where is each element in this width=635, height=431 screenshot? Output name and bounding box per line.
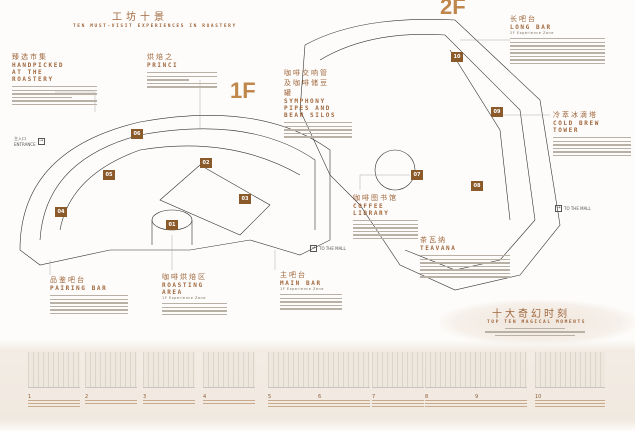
moments-header-wash [440,300,635,345]
to-mall-label: TO THE MALL [319,246,346,251]
section-long-bar: 长吧台 LONG BAR 2F Experience Zone [510,14,605,67]
floor-2f-drawing [299,18,561,291]
section-en: MAIN BAR [280,280,322,287]
moment-illustration [372,352,424,388]
section-cn: 咖啡交响管及咖啡储豆罐 [284,69,329,97]
moment-item: 6 [318,352,370,409]
moments-description [485,328,585,338]
moment-item: 9 [475,352,527,409]
zone-label: 1F Experience Zone [162,296,206,300]
section-en: ROASTING AREA [162,282,204,296]
moment-illustration [203,352,255,388]
floor-label-1f: 1F [230,78,256,103]
section-cn: 主吧台 [280,271,307,279]
exit-arrow-icon: → [555,205,562,212]
zone-label: 2F Experience Zone [510,31,554,35]
section-symphony-pipes: 咖啡交响管及咖啡储豆罐 SYMPHONY PIPES AND BEAN SILO… [284,68,352,140]
title-en: TEN MUST-VISIT EXPERIENCES IN ROASTERY [73,24,237,29]
badge-10[interactable]: 10 [451,52,463,62]
section-cn: 茶瓦纳 [420,236,447,244]
section-cn: 臻选市集 [12,53,48,61]
floor-label-2f: 2F [440,0,466,19]
entrance-cn: 主入口 [14,136,26,141]
moment-number: 3 [143,394,147,400]
section-pairing-bar: 品鉴吧台 PAIRING BAR [50,275,128,316]
section-cn: 长吧台 [510,15,537,23]
section-en: LONG BAR [510,24,552,31]
section-cn: 咖啡图书馆 [353,194,398,202]
to-mall-marker-2f: →TO THE MALL [555,205,591,212]
moment-item: 4 [203,352,255,406]
exit-arrow-icon: → [310,245,317,252]
to-mall-label: TO THE MALL [564,206,591,211]
badge-04[interactable]: 04 [55,207,67,217]
section-main-bar: 主吧台 MAIN BAR 1F Experience Zone [280,270,342,312]
moment-item: 1 [28,352,80,409]
moment-illustration [85,352,137,388]
moment-illustration [318,352,370,388]
moments-title-en: TOP TEN MAGICAL MOMENTS [487,320,587,325]
moment-number: 2 [85,394,89,400]
moment-number: 10 [535,394,542,400]
moment-item: 3 [143,352,195,406]
section-cn: 品鉴吧台 [50,276,86,284]
section-en: COFFEE LIBRARY [353,203,390,217]
section-coffee-library: 咖啡图书馆 COFFEE LIBRARY [353,193,418,241]
moment-number: 9 [475,394,479,400]
badge-05[interactable]: 05 [103,170,115,180]
badge-08[interactable]: 08 [471,181,483,191]
section-roasting-area: 咖啡烘焙区 ROASTING AREA 1F Experience Zone [162,272,227,317]
magical-moments-strip: 1 2 3 4 5 6 7 8 9 10 [0,340,635,431]
badge-01[interactable]: 01 [166,220,178,230]
badge-06[interactable]: 06 [131,129,143,139]
moment-illustration [143,352,195,388]
section-en: SYMPHONY PIPES AND BEAN SILOS [284,98,337,119]
section-cn: 烘焙之 [147,53,174,61]
badge-02[interactable]: 02 [200,158,212,168]
moment-item: 5 [268,352,320,409]
moment-number: 8 [425,394,429,400]
entrance-en: ENTRANCE [14,142,36,147]
section-teavana: 茶瓦纳 TEAVANA [420,235,510,280]
moment-item: 10 [535,352,605,409]
moment-illustration [535,352,605,388]
section-princi: 烘焙之 PRINCI [147,52,217,90]
badge-09[interactable]: 09 [491,107,503,117]
section-en: PRINCI [147,62,179,69]
section-cn: 冷萃冰滴塔 [553,111,598,119]
to-mall-marker-1f: →TO THE MALL [310,245,346,252]
moment-number: 4 [203,394,207,400]
moment-illustration [425,352,477,388]
moment-item: 2 [85,352,137,406]
section-en: HANDPICKED AT THE ROASTERY [12,62,65,83]
moment-illustration [268,352,320,388]
section-en: COLD BREW TOWER [553,120,600,134]
badge-03[interactable]: 03 [239,194,251,204]
section-en: TEAVANA [420,245,457,252]
moment-number: 6 [318,394,322,400]
moments-title-cn: 十大奇幻时刻 [492,309,570,320]
exit-arrow-icon: → [37,138,45,145]
moment-illustration [28,352,80,388]
moment-number: 5 [268,394,272,400]
zone-label: 1F Experience Zone [280,287,324,291]
section-cold-brew: 冷萃冰滴塔 COLD BREW TOWER [553,110,631,158]
section-handpicked: 臻选市集 HANDPICKED AT THE ROASTERY [12,52,97,107]
title-cn: 工坊十景 [112,12,168,23]
moment-illustration [475,352,527,388]
badge-07[interactable]: 07 [411,170,423,180]
moment-number: 1 [28,394,32,400]
moment-item: 7 [372,352,424,409]
section-cn: 咖啡烘焙区 [162,273,207,281]
section-en: PAIRING BAR [50,285,108,292]
moment-item: 8 [425,352,477,409]
moment-number: 7 [372,394,376,400]
